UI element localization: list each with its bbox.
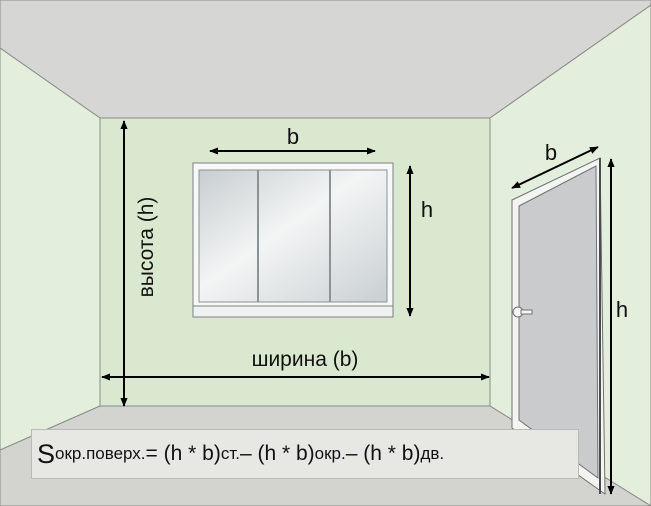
formula-door-subscript: дв. bbox=[420, 444, 445, 463]
window-height-label: h bbox=[421, 197, 433, 222]
formula-s-subscript: окр.поверх. bbox=[55, 444, 146, 463]
door-width-arrow bbox=[511, 146, 599, 189]
window-width-label: b bbox=[287, 124, 299, 149]
formula-s: S bbox=[37, 438, 56, 469]
formula-wall-term: = (h * b) bbox=[145, 442, 221, 465]
door-height-label: h bbox=[616, 297, 628, 322]
left-wall bbox=[0, 47, 101, 451]
formula-wall-subscript: ст. bbox=[220, 444, 240, 463]
door bbox=[511, 157, 606, 495]
formula-window-term: – (h * b) bbox=[239, 442, 315, 465]
window-sill bbox=[192, 305, 394, 318]
formula-door-term: – (h * b) bbox=[345, 442, 421, 465]
formula-window-subscript: окр. bbox=[314, 444, 346, 463]
wall-height-label: высота (h) bbox=[135, 197, 158, 298]
wall-width-label: ширина (b) bbox=[252, 348, 359, 371]
door-width-label: b bbox=[545, 140, 557, 165]
window bbox=[192, 162, 394, 318]
